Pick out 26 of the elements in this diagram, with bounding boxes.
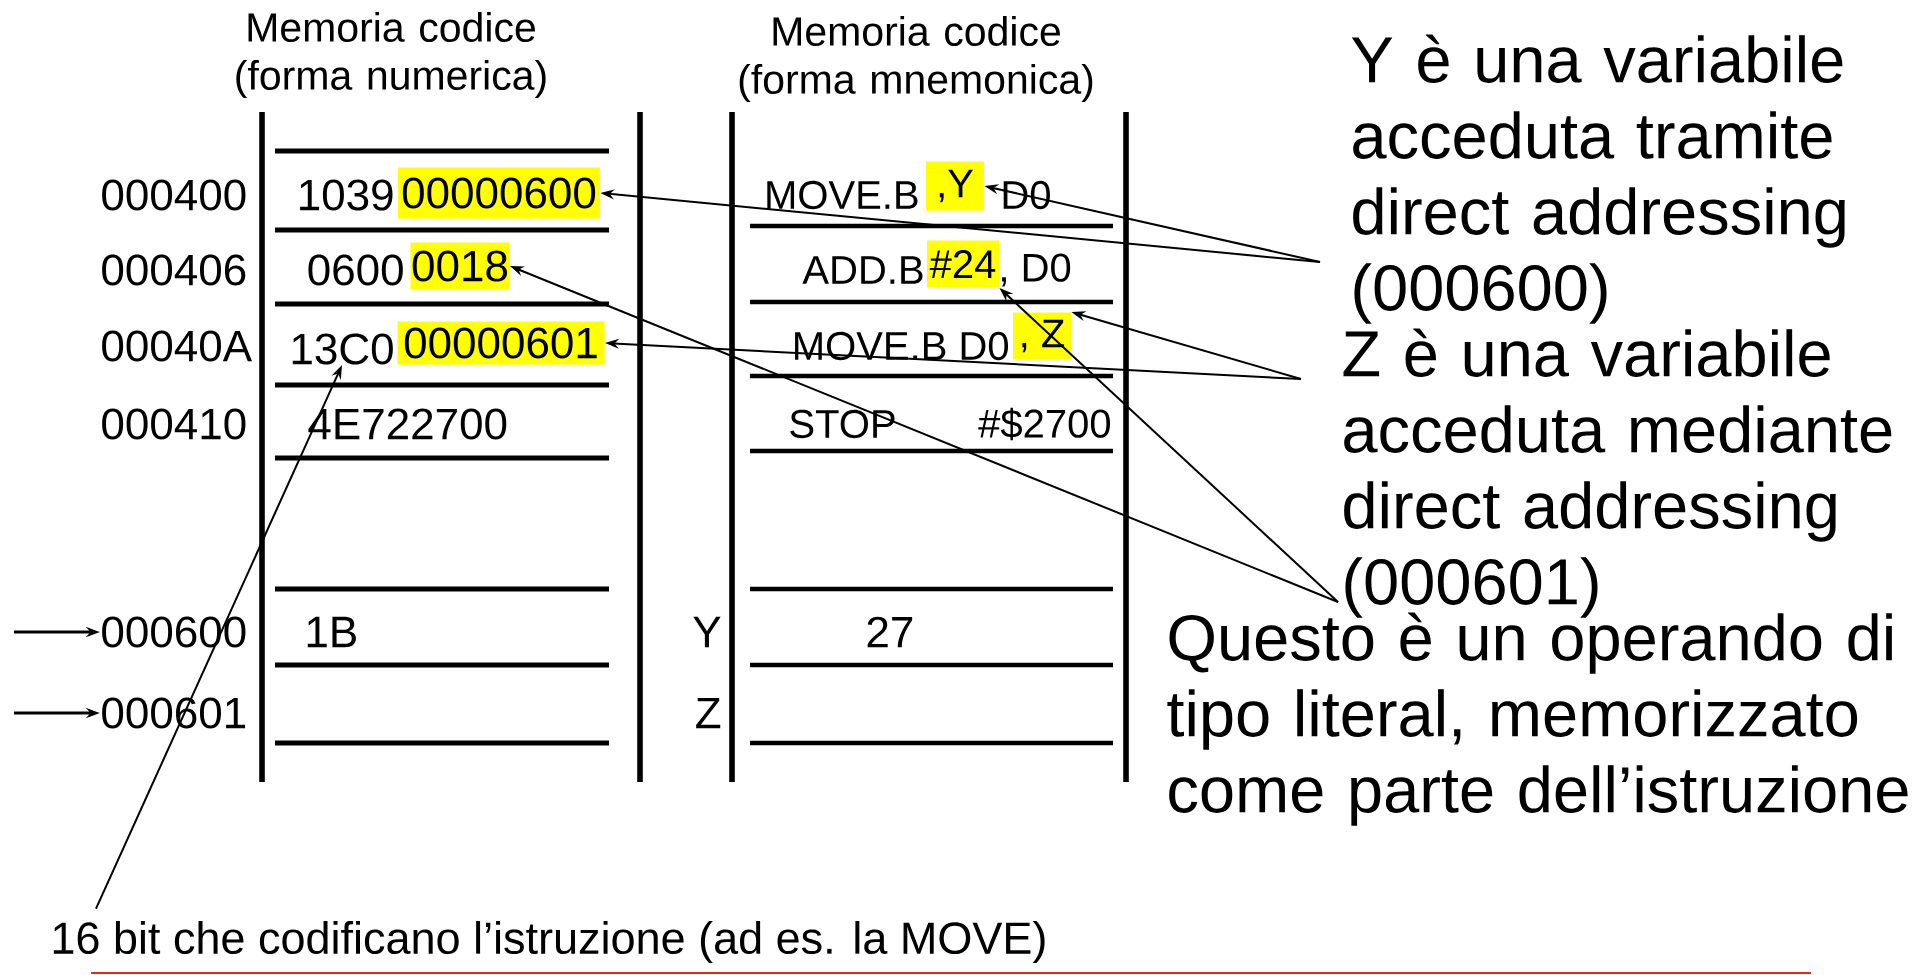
mnemonic-text: STOP [790,409,895,439]
mnemonic-text: ADD.B [802,256,923,284]
callout-text: Y è una variabile acceduta tramite direct addressing (000600) [1351,34,1845,324]
mnemonic-text: #$2700 [978,407,1110,441]
memory-cell-text: 1B [307,616,356,648]
highlighted-operand: 0018 [410,242,510,290]
memory-cell-text: 1039 [300,179,393,211]
memory-cell-text: 27 [867,616,913,648]
mnemonic-text: , D0 [1002,253,1071,287]
memory-address: 000406 [102,254,246,286]
variable-name: Y [693,616,721,648]
highlighted-operand: 00000600 [398,167,600,219]
memory-cell-text: 0600 [308,254,403,286]
annotation-text: 16 bit che codificano l’istruzione (ad es. la MOVE) [53,921,1045,963]
instruction-word: 13C0 [292,333,393,365]
memory-address: 000400 [102,179,246,211]
mnemonic-text: MOVE.B D0 [795,331,1008,361]
mnemonic-text: MOVE.B [767,180,918,210]
variable-name: Z [696,697,721,729]
highlighted-operand: #24 [927,240,999,288]
memory-address: 000410 [102,408,246,440]
column-title: Memoria codice (forma numerica) [236,11,546,99]
highlighted-operand: 00000601 [397,321,605,365]
highlighted-operand: ,Y [926,161,984,211]
column-title: Memoria codice (forma mnemonica) [739,15,1093,103]
memory-address: 00040A [102,330,252,362]
